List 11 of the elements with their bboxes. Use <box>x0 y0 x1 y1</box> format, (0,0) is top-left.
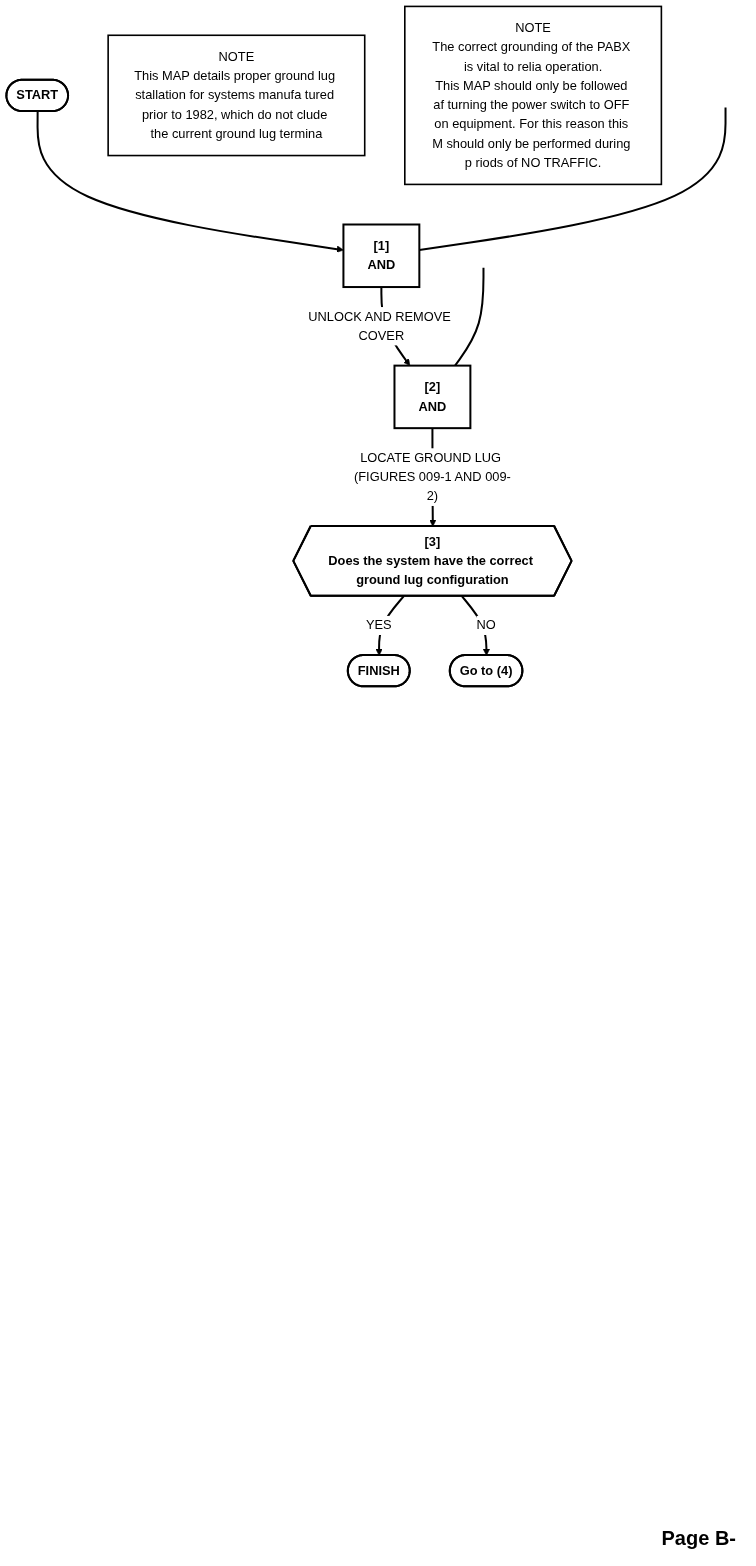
arrow <box>36 110 344 253</box>
edge-label: LOCATE GROUND LUG (FIGURES 009-1 AND 009-2) <box>354 450 511 503</box>
edge-label: NO <box>476 618 496 632</box>
page-number: Page B- <box>661 1527 736 1550</box>
node-box: [2] AND <box>393 364 472 430</box>
edge-label: UNLOCK AND REMOVE COVER <box>308 309 451 343</box>
node-box: NOTE This MAP details proper ground lug stallation for systems manufa tured prior to 1982, which do not clude the current ground lug termina <box>107 34 366 157</box>
node-box: [1] AND <box>342 223 421 289</box>
node-box: NOTE The correct grounding of the PABX is vital to relia operation. This MAP should only be followed af turning the power switch to OFF on equipment. For this reason this M should only be performed during p riods of NO TRAFFIC. <box>404 5 663 186</box>
edge-label: YES <box>365 618 392 632</box>
connector <box>454 266 485 367</box>
